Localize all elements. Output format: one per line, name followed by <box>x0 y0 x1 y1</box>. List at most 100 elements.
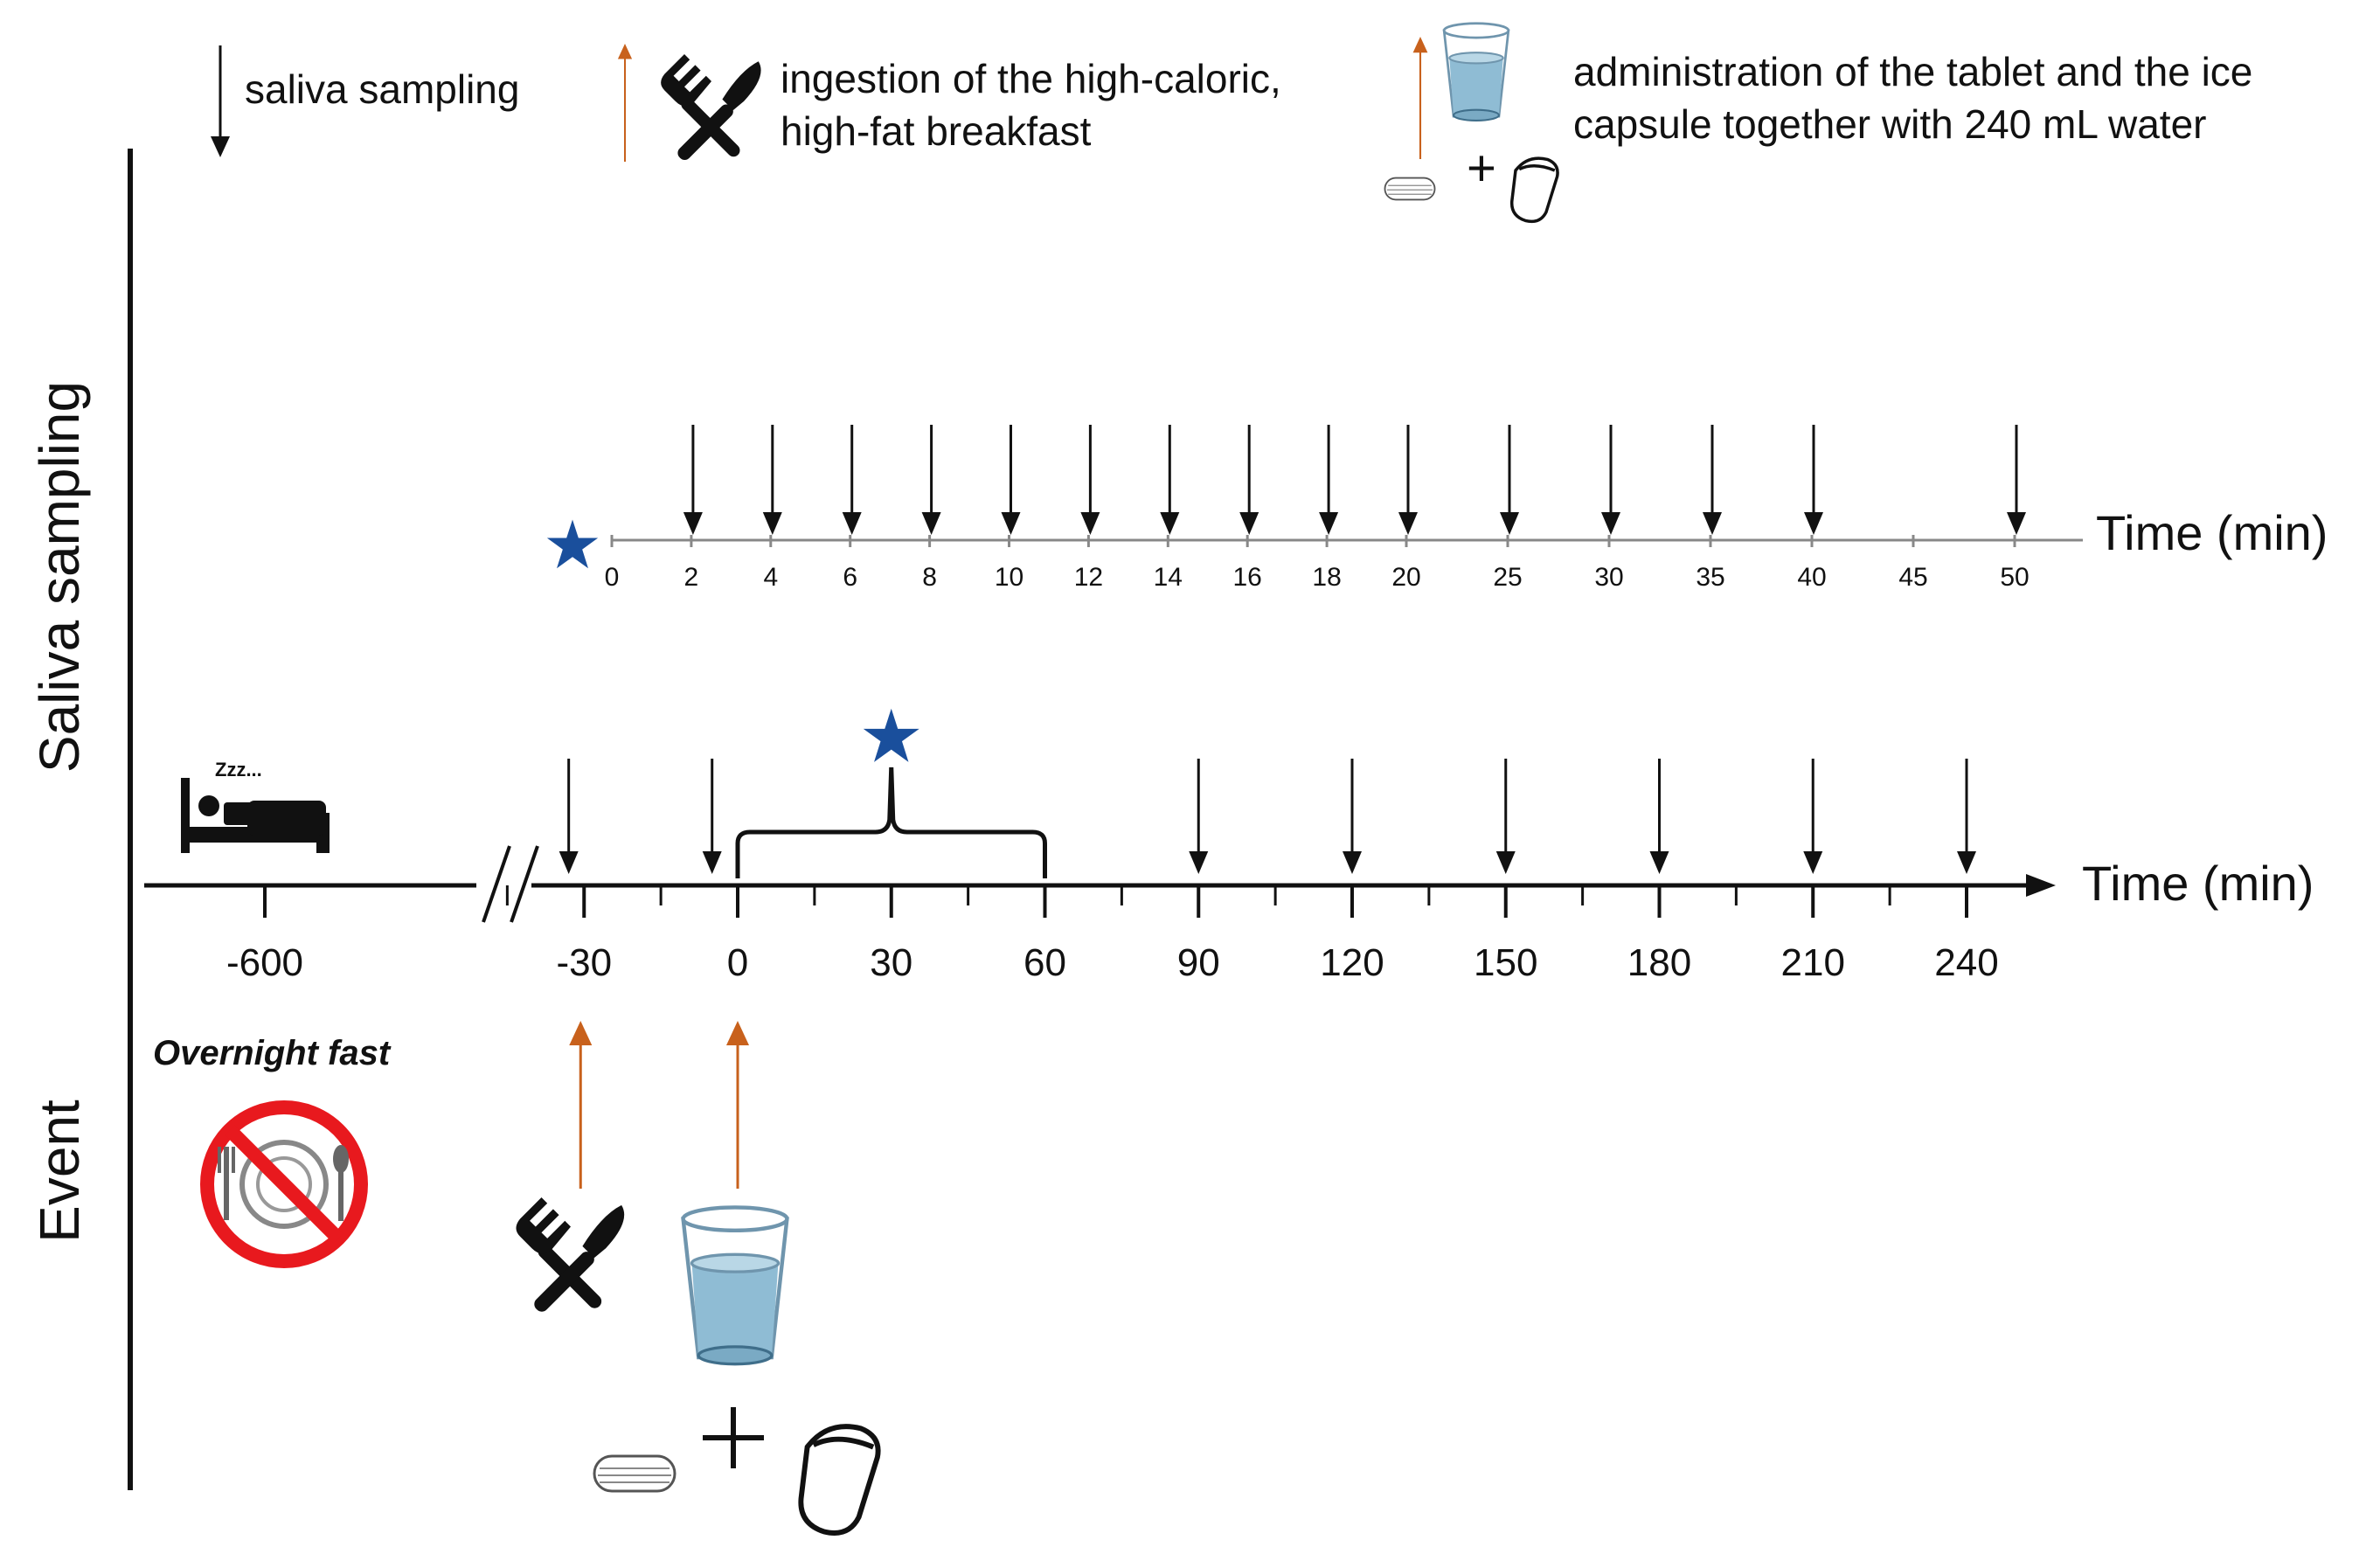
zoom-sampling-arrow-head <box>1239 512 1259 535</box>
bracket-star-icon <box>863 708 919 762</box>
axis-break-mark-2 <box>510 845 539 923</box>
main-sampling-arrow <box>1343 759 1362 874</box>
zoom-sampling-arrows <box>683 425 2026 535</box>
main-tick-label: 0 <box>727 941 748 984</box>
legend-admin-label-line2: capsule together with 240 mL water <box>1573 101 2206 147</box>
zoom-sampling-arrow-head <box>1398 512 1418 535</box>
main-tick-label: 180 <box>1627 941 1691 984</box>
zoom-tick-label: 40 <box>1797 563 1826 592</box>
zoom-sampling-arrow-head <box>921 512 941 535</box>
zoom-sampling-arrow-head <box>1601 512 1620 535</box>
zoom-tick-label: 10 <box>995 563 1023 592</box>
legend-capsule-icon <box>1509 156 1559 224</box>
zoom-sampling-arrow <box>2007 425 2026 535</box>
zoom-tick-label: 14 <box>1154 563 1183 592</box>
main-axis-arrowhead <box>2026 874 2056 897</box>
legend-saliva-label: saliva sampling <box>245 66 519 112</box>
main-sampling-arrow <box>559 759 579 874</box>
zoom-tick-label: 0 <box>605 563 620 592</box>
zoom-sampling-arrow-head <box>762 512 782 535</box>
row-label-event: Event <box>28 1100 91 1243</box>
zoom-tick-label: 45 <box>1898 563 1927 592</box>
event-water-glass-icon <box>683 1207 788 1363</box>
zoom-sampling-arrow-head <box>683 512 703 535</box>
legend-breakfast-label-line1: ingestion of the high-caloric, <box>781 56 1281 101</box>
main-sampling-arrow <box>1189 759 1209 874</box>
zoom-sampling-arrow <box>1160 425 1180 535</box>
zoom-sampling-arrow-head <box>1160 512 1180 535</box>
axis-break-mark-1 <box>482 845 511 923</box>
zoom-sampling-arrow <box>762 425 782 535</box>
main-tick-label: 120 <box>1320 941 1384 984</box>
main-sampling-arrows <box>559 759 1976 874</box>
legend-breakfast-arrow-icon <box>616 44 634 162</box>
main-sampling-arrow-head <box>1343 851 1362 874</box>
sleep-zzz-text: Zzz... <box>215 759 262 780</box>
zoom-sampling-arrow <box>1080 425 1100 535</box>
zoom-tick-label: 12 <box>1074 563 1103 592</box>
zoom-tick-label: 2 <box>684 563 699 592</box>
main-tick-label: 240 <box>1934 941 1998 984</box>
legend-plus-icon: + <box>1467 140 1496 197</box>
zoom-tick-label: 35 <box>1696 563 1724 592</box>
zoom-sampling-arrow <box>1239 425 1259 535</box>
zoom-tick-label: 20 <box>1391 563 1420 592</box>
zoom-axis-title: Time (min) <box>2096 505 2328 560</box>
zoom-tick-label: 4 <box>763 563 778 592</box>
zoom-tick-label: 50 <box>2000 563 2029 592</box>
main-sampling-arrow-head <box>1803 851 1823 874</box>
sampling-bracket <box>735 708 1047 878</box>
main-sampling-arrow-head <box>1495 851 1516 874</box>
overnight-fast-label: Overnight fast <box>153 1034 392 1072</box>
zoom-sampling-arrow-head <box>1703 512 1722 535</box>
zoom-sampling-arrow <box>921 425 941 535</box>
zoom-sampling-arrow-head <box>2007 512 2026 535</box>
zoom-sampling-arrow <box>1001 425 1021 535</box>
zoom-tick-label: 18 <box>1312 563 1341 592</box>
legend-cutlery-icon <box>661 54 761 163</box>
zoom-sampling-arrow-head <box>1319 512 1339 535</box>
legend-admin-label-line1: administration of the tablet and the ice <box>1573 49 2252 94</box>
legend-tablet-icon <box>1384 177 1436 201</box>
zoom-tick-label: 25 <box>1493 563 1522 592</box>
zoom-sampling-arrow-head <box>1001 512 1021 535</box>
zoom-tick-label: 30 <box>1594 563 1623 592</box>
main-tick-label: 90 <box>1177 941 1220 984</box>
main-sampling-arrow-head <box>702 851 722 874</box>
zoom-sampling-arrow-head <box>842 512 862 535</box>
zoom-sampling-arrow <box>1804 425 1823 535</box>
zoom-sampling-arrow-head <box>1804 512 1823 535</box>
zoom-sampling-arrow <box>1500 425 1519 535</box>
main-sampling-arrow-head <box>559 851 579 874</box>
zoom-sampling-arrow-head <box>1500 512 1519 535</box>
zoom-sampling-arrow-head <box>1080 512 1100 535</box>
row-label-saliva-sampling: Saliva sampling <box>28 381 91 773</box>
zoom-start-star-icon <box>546 519 599 569</box>
legend-water-glass-icon <box>1442 22 1510 122</box>
main-sampling-arrow-head <box>1957 851 1976 874</box>
zoom-tick-label: 6 <box>843 563 857 592</box>
breakfast-event-arrow <box>569 1021 593 1189</box>
main-sampling-arrow <box>1495 759 1516 874</box>
zoom-sampling-arrow <box>1398 425 1418 535</box>
zoom-tick-label: 8 <box>922 563 937 592</box>
event-tablet-icon <box>593 1454 677 1493</box>
main-tick-label: 150 <box>1474 941 1537 984</box>
legend: saliva sampling ingestion of the high-ca… <box>209 22 2252 224</box>
zoom-sampling-arrow <box>1601 425 1620 535</box>
main-sampling-arrow <box>702 759 722 874</box>
main-tick-label: 30 <box>870 941 912 984</box>
admin-event-arrow <box>726 1021 749 1189</box>
event-arrow-head <box>569 1021 593 1045</box>
sleeping-bed-icon: Zzz... <box>181 759 330 853</box>
legend-saliva-arrow-icon <box>209 45 232 159</box>
legend-admin-arrow-icon <box>1412 37 1429 159</box>
main-sampling-arrow <box>1649 759 1669 874</box>
main-sampling-arrow <box>1957 759 1976 874</box>
legend-breakfast-label-line2: high-fat breakfast <box>781 108 1092 154</box>
